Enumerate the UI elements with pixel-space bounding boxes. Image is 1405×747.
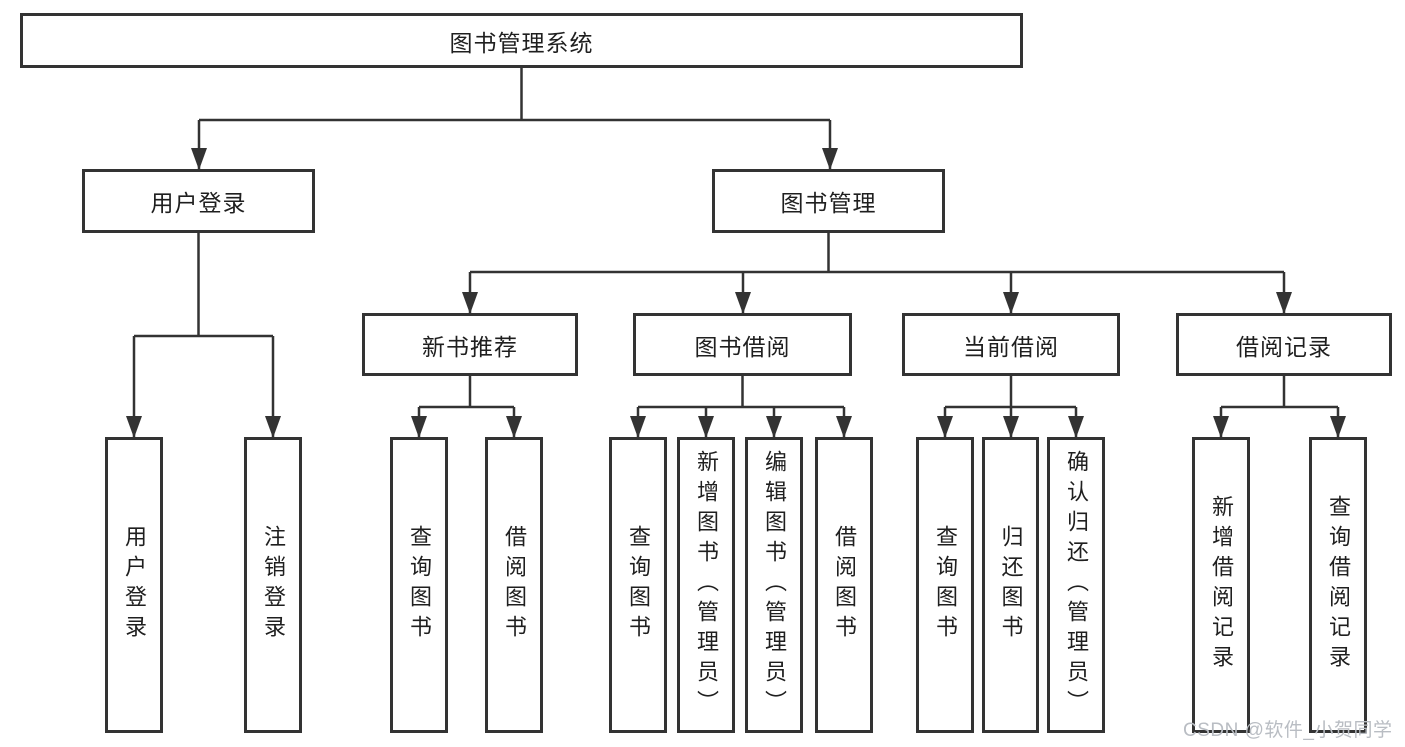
node-label: 查询借阅记录 xyxy=(1326,495,1351,675)
leaf-edit-book-admin: 编辑图书（管理员） xyxy=(745,437,803,733)
node-book-management: 图书管理 xyxy=(712,169,945,233)
node-label: 编辑图书（管理员） xyxy=(762,450,787,720)
leaf-borrow-books-borrowing: 借阅图书 xyxy=(815,437,873,733)
leaf-query-books-current: 查询图书 xyxy=(916,437,974,733)
leaf-query-books-borrowing: 查询图书 xyxy=(609,437,667,733)
node-new-book-recommend: 新书推荐 xyxy=(362,313,578,376)
node-book-borrowing: 图书借阅 xyxy=(633,313,852,376)
node-label: 借阅记录 xyxy=(1236,333,1332,360)
node-label: 图书管理系统 xyxy=(449,29,594,56)
leaf-user-login: 用户登录 xyxy=(105,437,163,733)
node-label: 注销登录 xyxy=(261,525,286,645)
node-label: 新书推荐 xyxy=(422,333,518,360)
leaf-return-books: 归还图书 xyxy=(982,437,1039,733)
leaf-add-book-admin: 新增图书（管理员） xyxy=(677,437,735,733)
leaf-add-borrow-record: 新增借阅记录 xyxy=(1192,437,1250,733)
node-borrowing-records: 借阅记录 xyxy=(1176,313,1392,376)
node-label: 归还图书 xyxy=(998,525,1024,645)
node-label: 当前借阅 xyxy=(963,333,1059,360)
node-label: 图书借阅 xyxy=(694,333,791,360)
leaf-confirm-return-admin: 确认归还（管理员） xyxy=(1047,437,1105,733)
node-label: 借阅图书 xyxy=(502,525,527,645)
node-label: 图书管理 xyxy=(780,190,877,216)
node-label: 查询图书 xyxy=(933,525,958,645)
leaf-logout: 注销登录 xyxy=(244,437,302,733)
node-current-borrowing: 当前借阅 xyxy=(902,313,1120,376)
node-user-login: 用户登录 xyxy=(82,169,315,233)
node-label: 新增图书（管理员） xyxy=(694,450,719,720)
node-root-system: 图书管理系统 xyxy=(20,13,1023,68)
leaf-query-books-recommend: 查询图书 xyxy=(390,437,448,733)
node-label: 查询图书 xyxy=(626,525,651,645)
node-label: 借阅图书 xyxy=(832,525,857,645)
node-label: 用户登录 xyxy=(150,190,247,216)
leaf-borrow-books-recommend: 借阅图书 xyxy=(485,437,543,733)
node-label: 用户登录 xyxy=(122,525,147,645)
leaf-query-borrow-record: 查询借阅记录 xyxy=(1309,437,1367,733)
node-label: 查询图书 xyxy=(407,525,432,645)
node-label: 新增借阅记录 xyxy=(1209,495,1234,675)
node-label: 确认归还（管理员） xyxy=(1064,450,1089,720)
